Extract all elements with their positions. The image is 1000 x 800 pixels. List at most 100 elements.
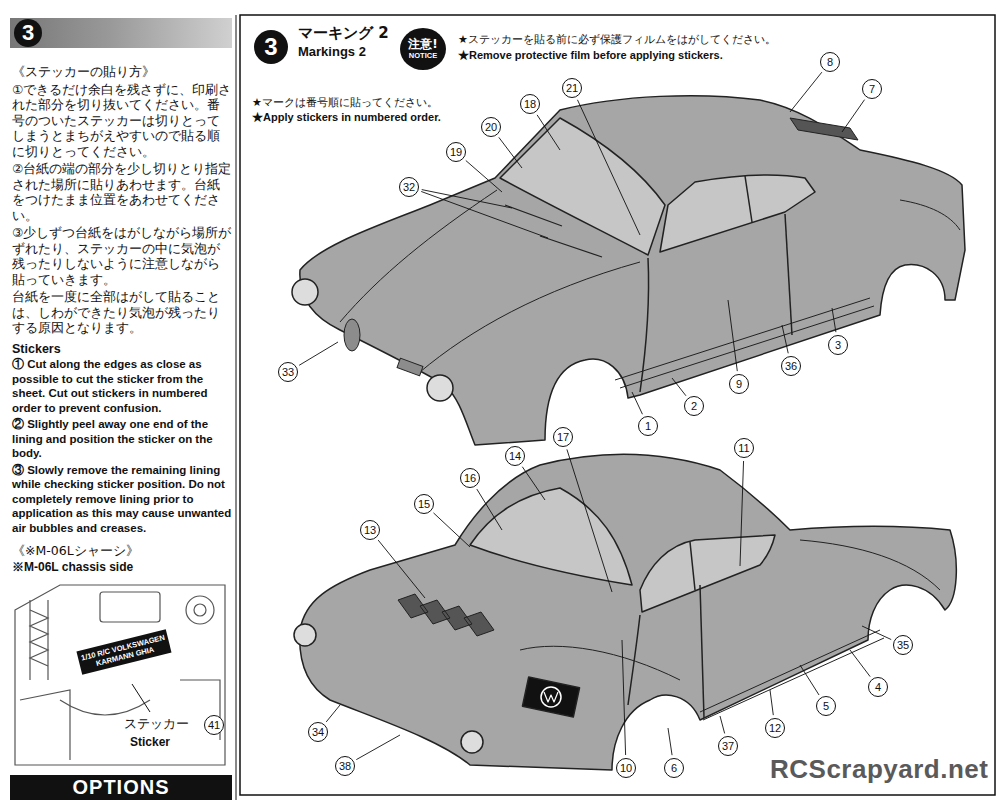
callout-number: 11 [734,438,754,458]
leader-line [632,392,642,414]
instruction-text: ②台紙の端の部分を少し切りとり指定された場所に貼りあわせます。台紙をつけたまま位… [12,161,232,223]
step-title: マーキング 2 [298,24,389,43]
leader-line [466,161,502,192]
chassis-sticker-plate: 1/10 R/C VOLKSWAGEN KARMANN GHIA [76,629,171,675]
instruction-text: ② Slightly peel away one end of the lini… [12,417,232,461]
illustration-part [470,488,632,585]
illustration-part [628,615,640,705]
instruction-text: ①できるだけ余白を残さずに、印刷された部分を切り抜いてください。番号のついたステ… [12,82,232,160]
callout-number: 4 [868,677,888,697]
leader-line [622,640,626,755]
callout-number: 37 [718,736,738,756]
leader-line [782,325,788,353]
callout-number: 6 [664,758,684,778]
illustration-part [60,700,150,715]
callout-number: 17 [553,427,573,447]
illustration-part [132,684,150,712]
node-text: 注意! [408,38,437,51]
leader-line [537,115,560,150]
illustration-part [660,175,815,252]
instruction-note: ★マークは番号順に貼ってください。 [252,96,438,110]
leader-line [433,513,470,547]
callout-number: 32 [399,177,419,197]
illustration-part [397,358,423,376]
illustration-part [300,96,965,445]
instruction-text: ③少しずつ台紙をはがしながら場所がずれたり、ステッカーの中に気泡が残ったりしない… [12,225,232,287]
callout-number: 13 [360,520,380,540]
callout-number: 36 [781,356,801,376]
leader-line [299,342,338,365]
callout-number: 14 [505,446,525,466]
section-heading: 《ステッカーの貼り方》 [12,64,232,80]
leader-line [422,190,512,208]
step-header-band: 3 [10,18,232,48]
illustration-part [690,542,695,590]
callout-number: 7 [862,79,882,99]
leader-line [522,467,545,500]
leader-line [567,449,612,592]
illustration-part [30,600,48,680]
leader-line [356,735,400,760]
leader-line [577,100,640,235]
node-text: 1/10 R/C VOLKSWAGEN KARMANN GHIA [80,633,165,668]
illustration-part [900,200,960,230]
notice-text: ★Remove protective film before applying … [458,49,723,63]
callout-number: 1 [638,416,658,436]
illustration-part [340,190,497,322]
step-number-circle: 3 [254,30,288,64]
step-subtitle: Markings 2 [298,44,366,60]
callout-number: 15 [414,494,434,514]
callout-number: 12 [765,718,785,738]
callout-number: 34 [308,722,328,742]
leader-line [720,716,725,733]
leader-line [832,308,836,332]
leader-line [842,100,865,132]
chassis-heading: 《※M-06Lシャーシ》 [12,543,139,559]
instruction-text: ① Cut along the edges as close as possib… [12,357,232,415]
node-text: 3 [14,19,42,47]
leader-line [477,489,502,530]
column-divider [236,15,237,800]
callout-number: 2 [684,396,704,416]
leader-line [499,137,522,168]
callout-number: 35 [893,635,913,655]
node-text: OPTIONS [72,776,169,799]
part-name: ステッカー [124,716,189,732]
leader-line [668,728,672,755]
illustration-part [800,540,940,590]
illustration-part [292,279,318,305]
leader-line [326,705,340,722]
watermark: RCScrapyard.net [770,753,988,786]
callout-number: 21 [562,78,582,98]
part-name: Sticker [130,735,170,750]
callout-number: 38 [335,756,355,776]
callout-number: 41 [204,715,224,735]
illustration-part [30,610,48,666]
leader-line [800,665,819,695]
illustration-part [541,687,561,707]
illustration-part [500,118,665,255]
instruction-note: ★Apply stickers in numbered order. [252,111,441,125]
illustration-part [186,596,214,624]
text-column: 《ステッカーの貼り方》 ①できるだけ余白を残さずに、印刷された部分を切り抜いてくだ… [12,64,232,535]
illustration-part [398,594,494,636]
illustration-part [427,375,453,401]
illustration-part [505,205,602,257]
note-text: 台紙を一度に全部はがして貼ることは、しわができたり気泡が残ったりする原因となりま… [12,289,232,336]
illustration-part [785,214,792,335]
callout-number: 19 [446,142,466,162]
notice-text: ★ステッカーを貼る前に必ず保護フィルムをはがしてください。 [458,33,776,47]
callout-number: 8 [820,52,840,72]
leader-line [790,72,822,112]
illustration-part [700,630,884,720]
leader-line [728,300,737,371]
leader-line [862,626,891,640]
illustration-part [100,592,160,622]
node-text: 3 [264,33,277,61]
leader-line [850,650,870,677]
car-body-front-view [292,96,965,445]
callout-number: 20 [481,117,501,137]
illustration-part [420,262,640,372]
callout-number: 10 [616,758,636,778]
